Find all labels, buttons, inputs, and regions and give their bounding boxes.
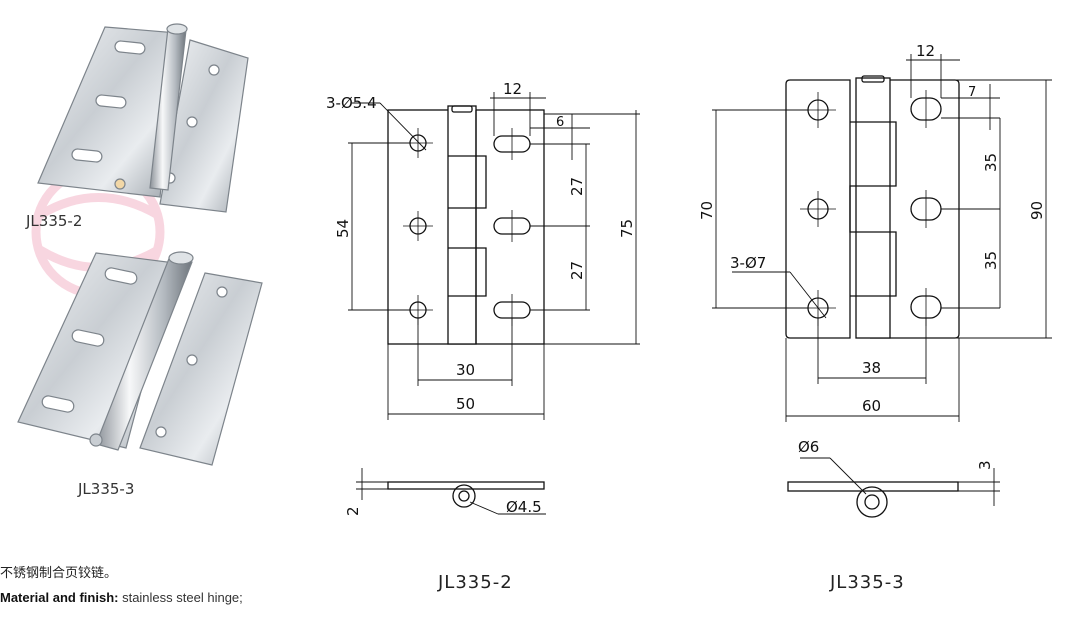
dim-pitch-b: 35 — [982, 251, 1000, 270]
side-view-jl335-3 — [787, 457, 1000, 518]
drawing-jl335-2-dims: 3-Ø5.4 12 6 27 27 54 75 30 50 2 Ø4.5 — [326, 80, 636, 516]
photo-label-bottom: JL335-3 — [77, 480, 134, 498]
dim-height: 90 — [1028, 201, 1046, 220]
caption-jl335-2: JL335-2 — [437, 572, 513, 593]
note-english-label: Material and finish: — [0, 590, 118, 605]
dim-hole-spacing: 38 — [862, 359, 881, 377]
dim-width: 50 — [456, 395, 475, 413]
dim-hole-span: 54 — [334, 219, 352, 238]
note-english-value: stainless steel hinge; — [118, 590, 242, 605]
dim-height: 75 — [618, 219, 636, 238]
dim-pin: Ø6 — [798, 438, 819, 456]
dim-pitch-a: 35 — [982, 153, 1000, 172]
dim-slot-offset: 7 — [968, 85, 976, 100]
dim-slot-width: 12 — [503, 80, 522, 98]
caption-jl335-3: JL335-3 — [829, 572, 905, 593]
dim-slot-offset: 6 — [556, 115, 564, 130]
dim-thickness: 3 — [976, 460, 994, 470]
drawing-jl335-3 — [712, 54, 1052, 518]
note-english: Material and finish: stainless steel hin… — [0, 590, 243, 605]
note-chinese: 不锈钢制合页铰链。 — [0, 566, 117, 581]
product-photo-jl335-3 — [17, 251, 263, 466]
photo-label-top: JL335-2 — [25, 212, 82, 230]
dim-pin: Ø4.5 — [506, 498, 542, 516]
product-photo-jl335-2 — [37, 23, 249, 213]
dim-holes: 3-Ø5.4 — [326, 94, 377, 112]
plate-outline — [785, 79, 851, 339]
dim-width: 60 — [862, 397, 881, 415]
drawing-jl335-3-dims: 12 7 35 35 70 90 3-Ø7 38 60 Ø6 3 — [698, 42, 1046, 470]
side-view-jl335-2 — [356, 468, 546, 515]
drawing-jl335-2 — [348, 92, 640, 515]
dim-slot-width: 12 — [916, 42, 935, 60]
dim-hole-spacing: 30 — [456, 361, 475, 379]
dim-holes: 3-Ø7 — [730, 254, 766, 272]
dim-pitch-a: 27 — [568, 177, 586, 196]
dim-pitch-b: 27 — [568, 261, 586, 280]
dim-thickness: 2 — [344, 506, 362, 516]
dim-hole-span: 70 — [698, 201, 716, 220]
